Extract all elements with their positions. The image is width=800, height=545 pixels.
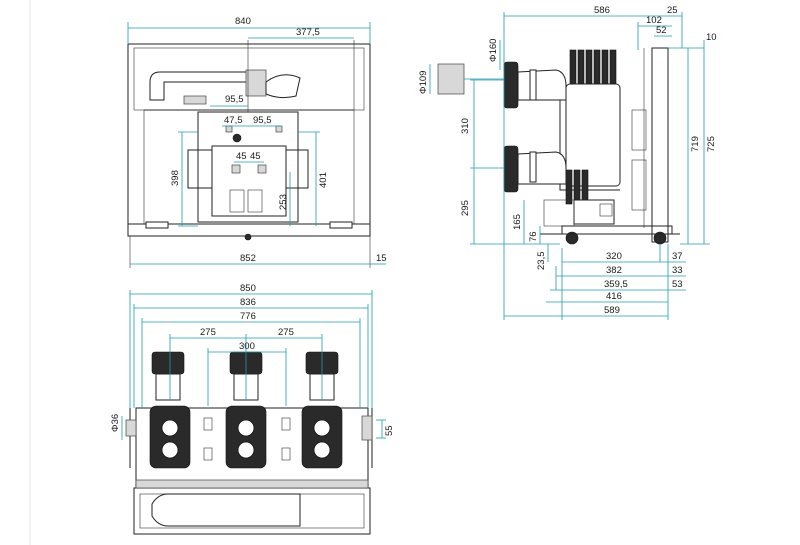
dim-401: 401 [318,172,329,188]
dim-416: 416 [606,291,622,302]
pole-left [149,351,191,469]
dim-719: 719 [690,136,701,152]
dim-47-5: 47,5 [224,115,243,126]
dim-840: 840 [235,16,251,27]
dim-275-right: 275 [278,327,294,338]
dim-295: 295 [460,200,471,216]
dim-33: 33 [672,265,683,276]
dim-37: 37 [672,251,683,262]
side-view: 310 295 165 76 23,5 719 725 10 586 25 10… [418,5,717,320]
dim-95-5-right: 95,5 [253,115,272,126]
dim-53: 53 [672,279,683,290]
dim-776: 776 [240,311,256,322]
dim-95-5-left: 95,5 [225,94,244,105]
dim-589: 589 [604,305,620,316]
dim-310: 310 [460,118,471,134]
pole-center [225,351,267,469]
dim-586: 586 [594,5,610,16]
dim-23-5: 23,5 [536,252,547,271]
dim-382: 382 [606,265,622,276]
dim-398: 398 [170,170,181,186]
dim-377-5: 377,5 [296,27,320,38]
dim-275-left: 275 [200,327,216,338]
dim-15: 15 [376,253,387,264]
front-view: 840 377,5 95,5 47,5 95,5 398 401 45 45 2… [127,16,387,268]
dim-10: 10 [706,32,717,43]
dim-836: 836 [240,297,256,308]
dim-phi109: Φ109 [418,71,429,94]
dim-76: 76 [528,231,539,242]
dim-165: 165 [512,214,523,230]
dim-phi36: Φ36 [110,414,121,432]
dim-45-right: 45 [250,151,261,162]
dim-253: 253 [278,194,289,210]
dim-359-5: 359,5 [604,279,628,290]
dim-725: 725 [706,136,717,152]
top-view: 850 836 776 275 275 300 Φ36 55 [110,283,395,535]
dim-102: 102 [646,15,662,26]
dim-25: 25 [667,5,678,16]
dim-52: 52 [656,25,667,36]
dim-852: 852 [240,253,256,264]
dim-55: 55 [384,425,395,436]
dim-phi160: Φ160 [488,39,499,62]
dim-850: 850 [240,283,256,294]
dim-45-left: 45 [236,151,247,162]
dim-320: 320 [606,251,622,262]
dim-300: 300 [239,341,255,352]
